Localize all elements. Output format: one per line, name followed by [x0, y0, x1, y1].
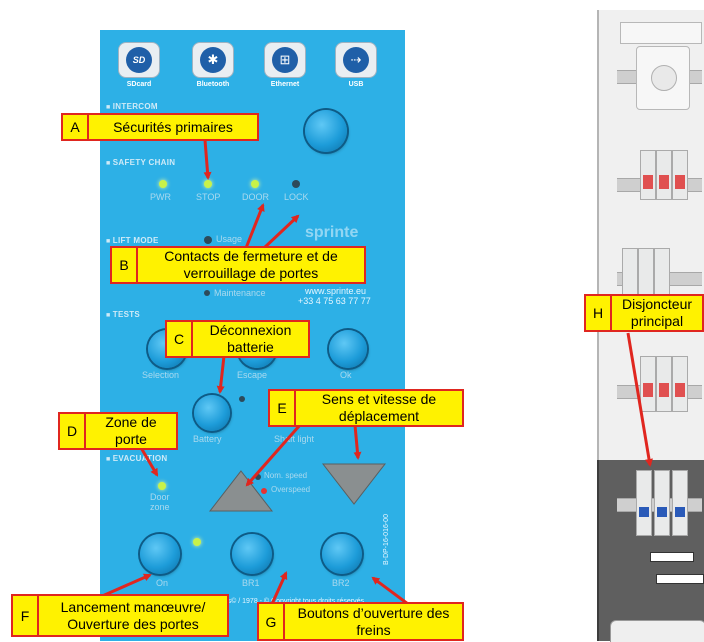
selection-label: Selection	[142, 370, 180, 380]
main-breaker-pole	[636, 470, 652, 536]
escape-label: Escape	[237, 370, 268, 380]
overspeed-led	[261, 488, 267, 494]
callout-letter: D	[60, 414, 86, 448]
main-breaker-pole	[654, 470, 670, 536]
battery-button[interactable]	[194, 395, 230, 431]
on-button[interactable]	[140, 534, 180, 574]
breaker-pole	[656, 356, 672, 412]
callout-g: G Boutons d’ouverture des freins	[257, 602, 464, 641]
breaker-pole	[654, 248, 670, 300]
door-label: DOOR	[242, 192, 269, 202]
lock-led	[292, 180, 300, 188]
section-tests: TESTS	[106, 310, 140, 319]
document-reference: B-DP-16-016-00	[383, 514, 390, 565]
breaker-pole	[656, 150, 672, 200]
callout-text: Déconnexion batterie	[209, 322, 292, 355]
callout-text: Sens et vitesse de déplacement	[321, 391, 437, 424]
lock-label: LOCK	[284, 192, 309, 202]
sd-card-label: SDcard	[126, 81, 152, 88]
callout-e: E Sens et vitesse de déplacement	[268, 389, 464, 427]
down-direction-indicator	[321, 463, 387, 505]
usage-label: Usage	[216, 234, 243, 244]
intercom-button[interactable]	[305, 110, 347, 152]
callout-text: Contacts de fermeture et de verrouillage…	[164, 248, 338, 281]
sd-card-icon: SD	[126, 47, 152, 73]
usb-label: USB	[348, 81, 364, 88]
power-socket	[636, 46, 690, 110]
cable-duct	[610, 620, 704, 642]
overspeed-label: Overspeed	[271, 485, 311, 494]
br1-label: BR1	[242, 578, 260, 588]
door-zone-label: Door zone	[150, 492, 170, 512]
breaker-pole	[622, 248, 638, 300]
breaker-pole	[638, 248, 654, 300]
pwr-led	[159, 180, 167, 188]
callout-b: B Contacts de fermeture et de verrouilla…	[110, 246, 366, 284]
usb-icon: ⇢	[343, 47, 369, 73]
section-safety-chain: SAFETY CHAIN	[106, 158, 175, 167]
callout-d: D Zone de porte	[58, 412, 178, 450]
stop-label: STOP	[196, 192, 221, 202]
callout-h: H Disjoncteur principal	[584, 294, 704, 332]
maintenance-label: Maintenance	[214, 288, 266, 298]
section-evacuation: EVACUATION	[106, 454, 167, 463]
callout-letter: E	[270, 391, 296, 425]
stop-led	[204, 180, 212, 188]
callout-letter: A	[63, 115, 89, 139]
section-intercom: INTERCOM	[106, 102, 158, 111]
ethernet-icon: ⊞	[272, 47, 298, 73]
callout-c: C Déconnexion batterie	[165, 320, 310, 358]
callout-f: F Lancement manœuvre/ Ouverture des port…	[11, 594, 229, 637]
ethernet-label: Ethernet	[270, 81, 300, 88]
ok-button[interactable]	[329, 330, 367, 368]
breaker-pole	[672, 356, 688, 412]
br2-button[interactable]	[322, 534, 362, 574]
up-direction-indicator	[208, 470, 274, 512]
on-label: On	[156, 578, 169, 588]
callout-a: A Sécurités primaires	[61, 113, 259, 141]
callout-text: Sécurités primaires	[113, 118, 233, 135]
br2-label: BR2	[332, 578, 350, 588]
battery-label: Battery	[193, 434, 222, 444]
bluetooth-chip: ✱ Bluetooth	[192, 42, 234, 92]
callout-text: Zone de porte	[105, 414, 157, 447]
usage-led	[204, 236, 212, 244]
section-lift-mode: LIFT MODE	[106, 236, 159, 245]
door-zone-led	[158, 482, 166, 490]
callout-text: Lancement manœuvre/ Ouverture des portes	[60, 598, 206, 632]
callout-letter: F	[13, 596, 39, 635]
maintenance-led	[204, 290, 210, 296]
nominal-speed-led	[255, 474, 261, 480]
door-led	[251, 180, 259, 188]
bluetooth-icon: ✱	[200, 47, 226, 73]
callout-letter: B	[112, 248, 138, 282]
breaker-pole	[672, 150, 688, 200]
usb-chip: ⇢ USB	[335, 42, 377, 92]
callout-letter: H	[586, 296, 612, 330]
shaft-light-label: Shaft light	[274, 434, 315, 444]
cabinet-label-holder	[620, 22, 702, 44]
ok-label: Ok	[340, 370, 352, 380]
website-text: www.sprinte.eu	[305, 286, 367, 296]
terminal-block	[650, 552, 694, 562]
callout-letter: G	[259, 604, 285, 639]
ethernet-chip: ⊞ Ethernet	[264, 42, 306, 92]
battery-led	[239, 396, 245, 402]
sprinte-logo: sprinte	[305, 224, 359, 241]
nominal-speed-label: Nom. speed	[264, 471, 308, 480]
main-breaker-pole	[672, 470, 688, 536]
on-led	[193, 538, 201, 546]
breaker-pole	[640, 356, 656, 412]
br1-button[interactable]	[232, 534, 272, 574]
copyright-text: sprinte Ascenseurs© / 1978 - © Copyright…	[172, 598, 364, 605]
bluetooth-label: Bluetooth	[196, 81, 230, 88]
phone-text: +33 4 75 63 77 77	[298, 296, 371, 306]
callout-letter: C	[167, 322, 193, 356]
pwr-label: PWR	[150, 192, 171, 202]
terminal-block	[656, 574, 704, 584]
callout-text: Disjoncteur principal	[621, 296, 693, 329]
sd-card-chip: SD SDcard	[118, 42, 160, 92]
breaker-pole	[640, 150, 656, 200]
callout-text: Boutons d’ouverture des freins	[297, 604, 450, 638]
